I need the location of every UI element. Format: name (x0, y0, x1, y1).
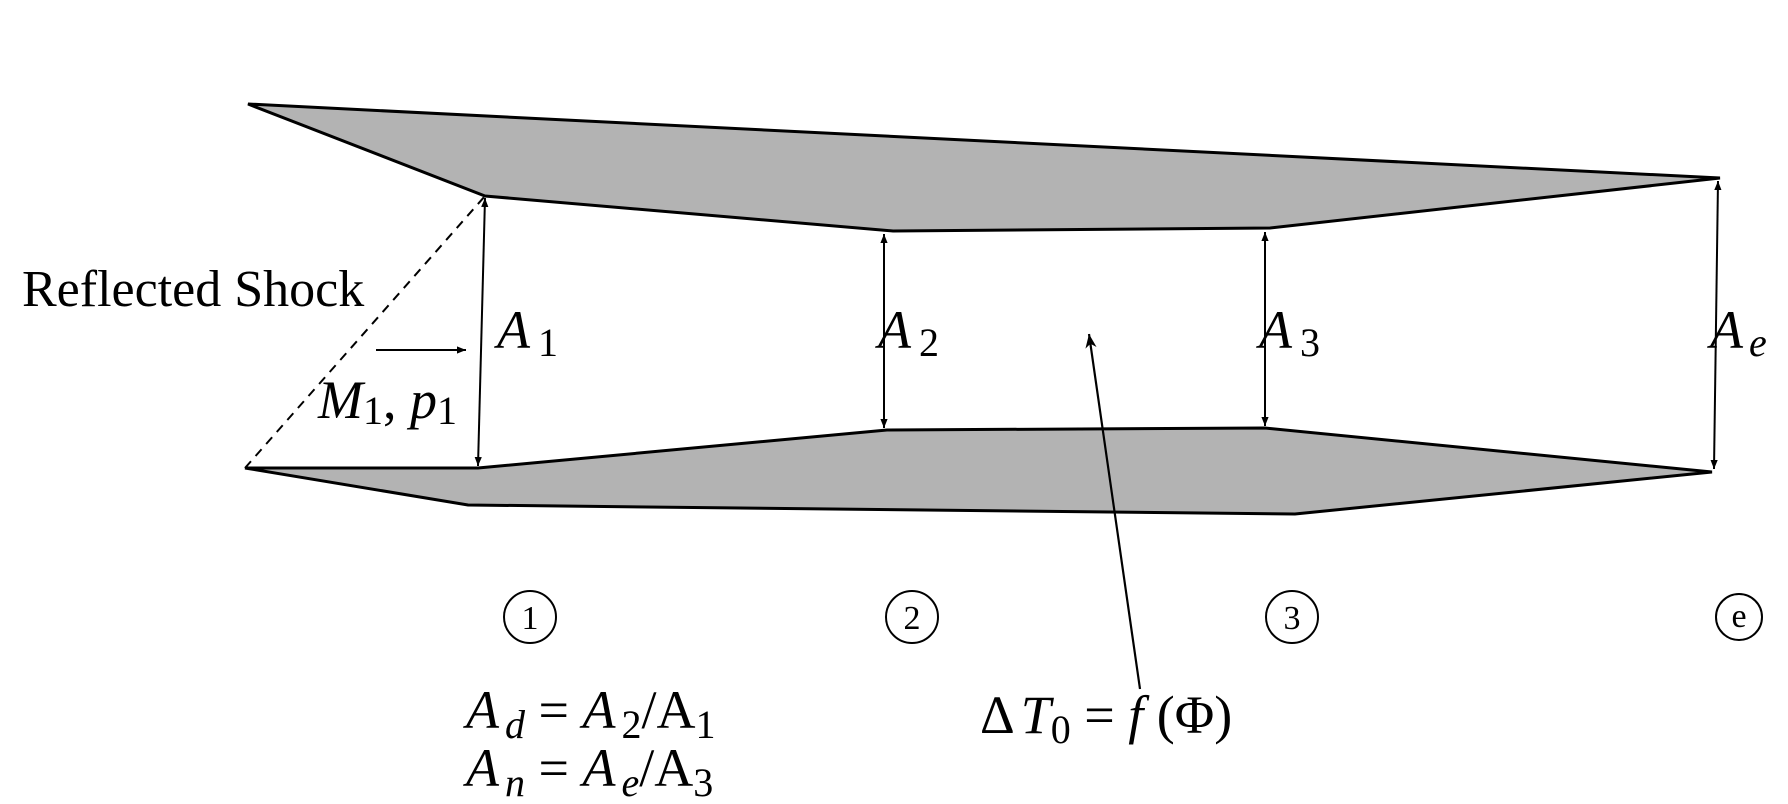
svg-text:3: 3 (1284, 600, 1301, 637)
station-3-marker: 3 (1265, 590, 1319, 644)
heat-addition-pointer (1085, 333, 1142, 690)
svg-text:1: 1 (522, 600, 539, 637)
reflected-shock-label: Reflected Shock (22, 261, 364, 318)
area-e-arrow (1710, 180, 1722, 470)
svg-text:2: 2 (904, 600, 921, 637)
inflow-state-label: M1, p1 (317, 370, 457, 433)
upper-wall (247, 102, 1721, 233)
station-e-marker: e (1715, 593, 1763, 641)
area-1-arrow (474, 197, 489, 467)
station-1-marker: 1 (503, 590, 557, 644)
svg-text:e: e (1731, 598, 1746, 635)
station-2-marker: 2 (885, 590, 939, 644)
reflected-shock-line (244, 195, 486, 469)
lower-wall (244, 426, 1713, 516)
